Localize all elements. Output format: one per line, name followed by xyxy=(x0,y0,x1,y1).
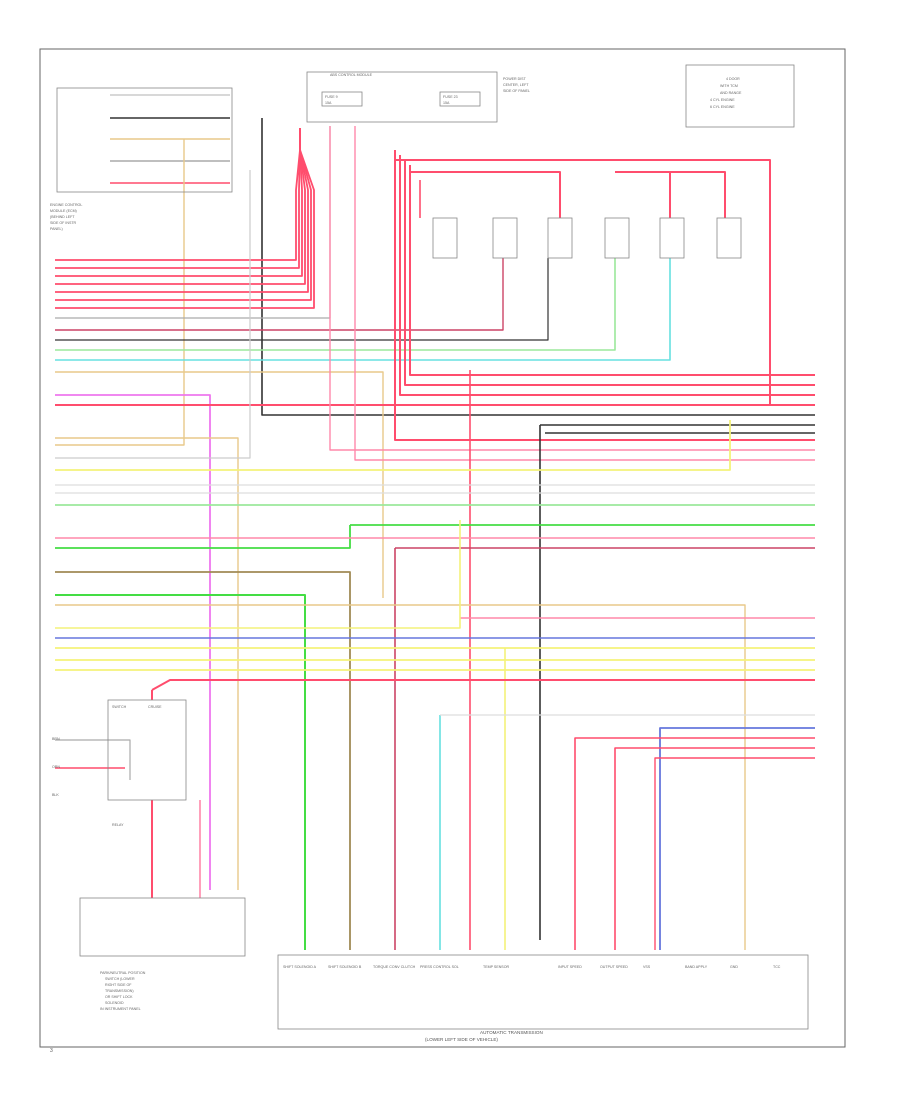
top-module-title: ABS CONTROL MODULE xyxy=(330,73,373,77)
harness-wire xyxy=(55,258,549,341)
relay-row xyxy=(432,217,742,259)
red-drop-wire xyxy=(614,747,815,950)
left-connector-caption-4: SIDE OF INSTR xyxy=(50,221,77,225)
top-module: ABS CONTROL MODULE POWER DIST CENTER, LE… xyxy=(306,71,530,123)
left-connector-caption-5: PANEL) xyxy=(50,227,63,231)
solenoid-label: OUTPUT SPEED xyxy=(600,965,628,969)
switch-label-1: BRN xyxy=(52,737,60,741)
bottom-module-caption-2: (LOWER LEFT SIDE OF VEHICLE) xyxy=(425,1037,498,1042)
bottom-module: AUTOMATIC TRANSMISSION (LOWER LEFT SIDE … xyxy=(277,954,809,1042)
tan-vertical-wire xyxy=(55,139,185,446)
left-connector-caption-3: (BEHIND LEFT xyxy=(50,215,75,219)
red-drop-wire xyxy=(574,737,815,950)
pink-loop-wire xyxy=(329,126,815,451)
solenoid-label: INPUT SPEED xyxy=(558,965,582,969)
switch-wire xyxy=(55,739,131,780)
solenoid-label: TORQUE CONV CLUTCH xyxy=(373,965,416,969)
relay-feed-wire xyxy=(670,171,726,218)
bottom-left-sensor: PARK/NEUTRAL POSITION SWITCH (LOWER RIGH… xyxy=(79,897,246,1011)
note-line-3: AND RANGE xyxy=(720,91,742,95)
tan-drop-wire xyxy=(55,604,746,950)
top-fuse-left-2: 15A xyxy=(325,101,332,105)
blue-drop-wire xyxy=(659,727,815,950)
harness-green-wire xyxy=(55,258,616,351)
range-switch-label-1: SWITCH xyxy=(112,705,127,709)
bottom-left-caption-5: OR SHIFT LOCK xyxy=(105,995,133,999)
note-line-2: WITH TCM xyxy=(720,84,738,88)
main-red-loop xyxy=(409,165,815,376)
bottom-left-caption-6: SOLENOID xyxy=(105,1001,124,1005)
range-switch-label-2: CRUISE xyxy=(148,705,162,709)
bottom-left-caption-7: IN INSTRUMENT PANEL xyxy=(100,1007,141,1011)
note-box: 4 DOOR WITH TCM AND RANGE 4 CYL ENGINE 6… xyxy=(685,64,795,128)
yellow-wire xyxy=(55,520,461,629)
harness-magenta-wire xyxy=(55,394,211,890)
solenoid-label: TCC xyxy=(773,965,781,969)
top-fuse-right-2: 15A xyxy=(443,101,450,105)
harness-cyan-wire xyxy=(55,258,671,361)
solenoid-label: VSS xyxy=(643,965,651,969)
bottom-left-caption-4: TRANSMISSION) xyxy=(105,989,134,993)
diagram-frame xyxy=(39,48,846,1048)
solenoid-label: PRESS CONTROL SOL xyxy=(420,965,459,969)
main-red-loop xyxy=(399,155,815,396)
top-fuse-right-1: FUSE 23 xyxy=(443,95,458,99)
top-red-bus xyxy=(395,159,771,405)
harness-wire xyxy=(55,258,504,331)
switch-label-3: BLK xyxy=(52,793,59,797)
switch-box: BRN ORN BLK SWITCH CRUISE RELAY xyxy=(52,699,187,827)
left-connector-caption-1: ENGINE CONTROL xyxy=(50,203,82,207)
solenoid-label: TEMP SENSOR xyxy=(483,965,509,969)
top-module-note-1: POWER DIST xyxy=(503,77,527,81)
top-module-note-2: CENTER, LEFT xyxy=(503,83,529,87)
range-switch-label-3: RELAY xyxy=(112,823,124,827)
note-line-4: 4 CYL ENGINE xyxy=(710,98,735,102)
red-drop-wire xyxy=(654,757,815,950)
left-connector-caption-2: MODULE (ECM) xyxy=(50,209,77,213)
harness-red-wire xyxy=(55,128,315,309)
green-wire xyxy=(55,525,351,549)
green-drop-wire xyxy=(55,594,306,950)
wire-layer xyxy=(55,94,815,950)
harness-gray-wire xyxy=(55,170,251,459)
solenoid-label: SHIFT SOLENOID B xyxy=(328,965,362,969)
harness-tan-wire xyxy=(55,371,384,598)
solenoid-label: GND xyxy=(730,965,738,969)
left-connector: ENGINE CONTROL MODULE (ECM) (BEHIND LEFT… xyxy=(50,87,233,231)
solenoid-label: SHIFT SOLENOID A xyxy=(283,965,317,969)
bottom-left-caption-2: SWITCH (LOWER xyxy=(105,977,135,981)
switch-feed-wire xyxy=(151,679,815,691)
solenoid-label-row: SHIFT SOLENOID A SHIFT SOLENOID B TORQUE C… xyxy=(283,965,781,969)
page-number: 3 xyxy=(50,1048,53,1054)
yellow-wire xyxy=(55,420,731,471)
black-ground-wire xyxy=(261,118,815,416)
brown-wire xyxy=(55,571,351,950)
main-red-loop xyxy=(404,160,815,386)
bottom-left-caption-3: RIGHT SIDE OF xyxy=(105,983,132,987)
relay-feed-wire xyxy=(410,171,561,218)
top-module-note-3: SIDE OF PANEL xyxy=(503,89,530,93)
switch-label-2: ORN xyxy=(52,765,60,769)
harness-tan-wire xyxy=(55,437,239,890)
solenoid-label: BAND APPLY xyxy=(685,965,708,969)
main-red-loop xyxy=(394,150,815,441)
top-fuse-left-1: FUSE 9 xyxy=(325,95,338,99)
note-line-1: 4 DOOR xyxy=(726,77,740,81)
bottom-left-caption-1: PARK/NEUTRAL POSITION xyxy=(100,971,146,975)
note-line-5: 6 CYL ENGINE xyxy=(710,105,735,109)
bottom-module-caption-1: AUTOMATIC TRANSMISSION xyxy=(480,1030,543,1035)
pink-loop-wire xyxy=(354,126,815,461)
